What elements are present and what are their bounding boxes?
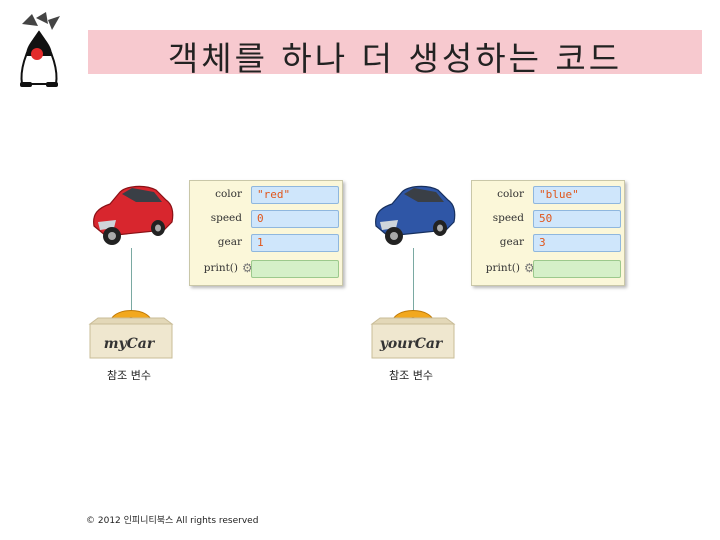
field-row-speed: speed 50	[472, 209, 624, 229]
field-value-box: 1	[251, 234, 339, 252]
field-row-speed: speed 0	[190, 209, 342, 229]
reference-variable-caption: 참조 변수	[86, 367, 172, 383]
field-row-gear: gear 1	[190, 233, 342, 253]
object-diagram-yourcar: yourCar 참조 변수 color "blue" speed 50 gear…	[368, 178, 638, 383]
method-name: print()	[472, 262, 520, 274]
method-row-print: print() ⚙	[472, 259, 624, 279]
field-name: speed	[194, 212, 242, 224]
reference-variable-caption: 참조 변수	[368, 367, 454, 383]
field-name: gear	[194, 236, 242, 248]
object-fields-panel: color "blue" speed 50 gear 3 print() ⚙	[471, 180, 625, 286]
field-name: color	[476, 188, 524, 200]
field-value-box: 0	[251, 210, 339, 228]
method-name: print()	[190, 262, 238, 274]
field-row-color: color "blue"	[472, 185, 624, 205]
reference-variable-box-icon	[86, 302, 176, 362]
field-value: "red"	[257, 188, 290, 201]
field-name: gear	[476, 236, 524, 248]
slide-title: 객체를 하나 더 생성하는 코드	[88, 32, 702, 80]
java-duke-logo-icon	[14, 12, 64, 88]
field-value-box: 3	[533, 234, 621, 252]
copyright-footer: © 2012 인피니티북스 All rights reserved	[86, 513, 258, 526]
field-value: 50	[539, 212, 552, 225]
field-name: speed	[476, 212, 524, 224]
title-bar: 객체를 하나 더 생성하는 코드	[88, 30, 702, 74]
field-name: color	[194, 188, 242, 200]
blue-car-icon	[368, 178, 458, 250]
field-row-gear: gear 3	[472, 233, 624, 253]
method-box	[251, 260, 339, 278]
variable-name-mycar: myCar	[86, 336, 172, 352]
method-box	[533, 260, 621, 278]
object-fields-panel: color "red" speed 0 gear 1 print() ⚙	[189, 180, 343, 286]
object-diagram-mycar: myCar 참조 변수 color "red" speed 0 gear 1 p…	[86, 178, 356, 383]
method-row-print: print() ⚙	[190, 259, 342, 279]
field-value: "blue"	[539, 188, 579, 201]
red-car-icon	[86, 178, 176, 250]
field-value: 3	[539, 236, 546, 249]
field-value: 0	[257, 212, 264, 225]
field-value: 1	[257, 236, 264, 249]
field-value-box: 50	[533, 210, 621, 228]
reference-variable-box-icon	[368, 302, 458, 362]
field-value-box: "red"	[251, 186, 339, 204]
variable-name-yourcar: yourCar	[368, 336, 454, 352]
field-row-color: color "red"	[190, 185, 342, 205]
field-value-box: "blue"	[533, 186, 621, 204]
